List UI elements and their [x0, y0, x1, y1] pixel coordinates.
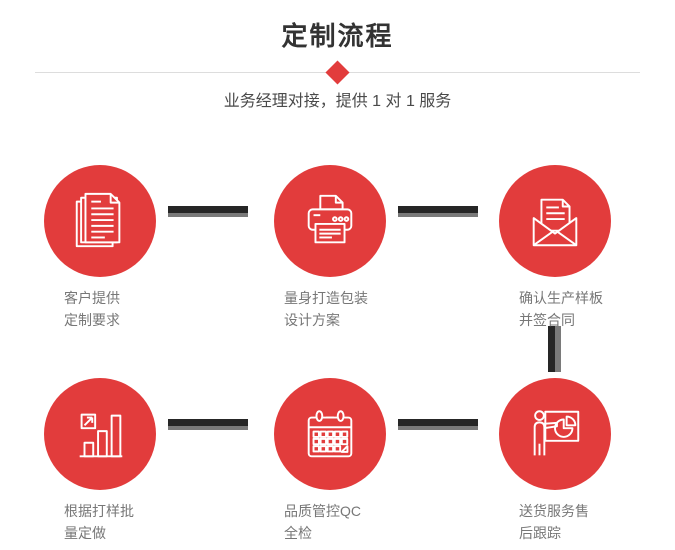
connector-step4-step5	[168, 419, 248, 430]
step1-label: 客户提供 定制要求	[64, 287, 120, 331]
step3-circle	[499, 165, 611, 277]
page-title: 定制流程	[281, 21, 394, 51]
step4-label: 根据打样批 量定做	[64, 500, 134, 544]
step2-label: 量身打造包装 设计方案	[284, 287, 368, 331]
step1-label-line2: 定制要求	[64, 312, 120, 328]
step3-label-line1: 确认生产样板	[519, 290, 603, 306]
page-subtitle: 业务经理对接，提供 1 对 1 服务	[223, 93, 452, 110]
bar-chart-icon	[79, 413, 123, 458]
calendar-icon	[307, 410, 353, 458]
step6-circle	[499, 378, 611, 490]
connector-step5-step6	[398, 419, 478, 430]
step3-label-line2: 并签合同	[519, 312, 575, 328]
step1-label-line1: 客户提供	[64, 290, 120, 306]
step6-label-line2: 后跟踪	[519, 525, 561, 541]
presenter-icon	[533, 410, 580, 456]
step4-label-line1: 根据打样批	[64, 503, 134, 519]
step4-circle	[44, 378, 156, 490]
envelope-icon	[532, 198, 578, 247]
documents-icon	[75, 192, 121, 248]
step3-label: 确认生产样板 并签合同	[519, 287, 603, 331]
step2-label-line1: 量身打造包装	[284, 290, 368, 306]
step5-label-line2: 全检	[284, 525, 312, 541]
step1-circle	[44, 165, 156, 277]
accent-diamond	[325, 60, 350, 85]
step5-label: 品质管控QC 全检	[284, 500, 361, 544]
printer-icon	[307, 194, 353, 244]
step5-circle	[274, 378, 386, 490]
step6-label-line1: 送货服务售	[519, 503, 589, 519]
step6-label: 送货服务售 后跟踪	[519, 500, 589, 544]
step5-label-line1: 品质管控QC	[284, 503, 361, 519]
step2-circle	[274, 165, 386, 277]
connector-step1-step2	[168, 206, 248, 217]
connector-step3-step6	[548, 326, 561, 372]
connector-step2-step3	[398, 206, 478, 217]
step2-label-line2: 设计方案	[284, 312, 340, 328]
step4-label-line2: 量定做	[64, 525, 106, 541]
